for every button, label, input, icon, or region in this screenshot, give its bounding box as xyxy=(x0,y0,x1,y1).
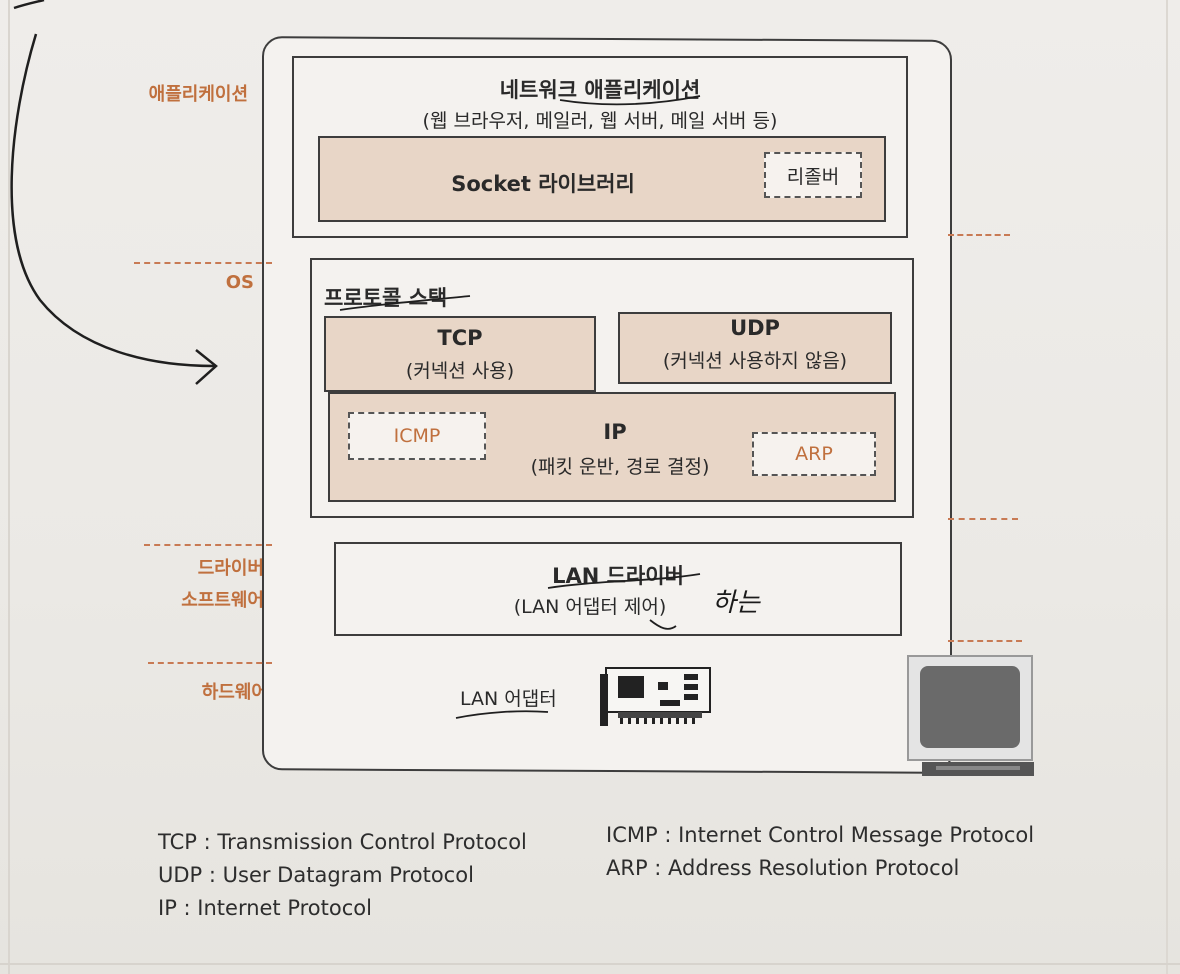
tcp-subtitle: (커넥션 사용) xyxy=(405,360,515,382)
legend-ip: IP : Internet Protocol xyxy=(158,896,372,920)
divider-app-os-left xyxy=(134,262,272,264)
legend-tcp: TCP : Transmission Control Protocol xyxy=(158,830,527,854)
monitor-icon xyxy=(907,655,1034,776)
layer-label-driver-line2: 소프트웨어 xyxy=(181,590,264,611)
tcp-title: TCP xyxy=(437,326,483,350)
layer-label-hardware: 하드웨어 xyxy=(201,682,268,703)
resolver-label: 리졸버 xyxy=(786,165,840,188)
page-margin-line-left xyxy=(8,0,10,974)
lan-adapter-label: LAN 어댑터 xyxy=(460,688,557,710)
handwritten-top-stroke xyxy=(13,0,45,10)
legend-udp: UDP : User Datagram Protocol xyxy=(158,863,474,887)
divider-driver-hw-left xyxy=(148,662,272,664)
network-application-subtitle: (웹 브라우저, 메일러, 웹 서버, 메일 서버 등) xyxy=(422,110,778,132)
page-margin-line-right xyxy=(1166,0,1168,974)
udp-box xyxy=(618,312,892,384)
icmp-label: ICMP xyxy=(393,425,441,447)
divider-app-os-right xyxy=(948,234,1010,236)
divider-driver-hw-right xyxy=(948,640,1022,642)
resolver-box: 리졸버 xyxy=(764,152,862,198)
handwritten-note: 하는 xyxy=(712,588,760,618)
icmp-box: ICMP xyxy=(348,412,486,460)
layer-label-driver-line1: 드라이버 xyxy=(197,558,264,579)
socket-library-label: Socket 라이브러리 xyxy=(451,172,635,196)
ip-title: IP xyxy=(603,420,627,444)
ip-subtitle: (패킷 운반, 경로 결정) xyxy=(530,456,710,478)
network-card-icon xyxy=(600,667,711,726)
divider-os-driver-right xyxy=(948,518,1018,520)
arp-label: ARP xyxy=(795,443,833,465)
protocol-stack-title: 프로토콜 스택 xyxy=(324,286,448,310)
divider-os-driver-left xyxy=(144,544,272,546)
udp-subtitle: (커넥션 사용하지 않음) xyxy=(662,350,848,372)
tcp-box xyxy=(324,316,596,392)
lan-driver-subtitle: (LAN 어댑터 제어) xyxy=(513,596,667,618)
layer-label-application: 애플리케이션 xyxy=(148,84,248,105)
udp-title: UDP xyxy=(730,316,780,340)
legend-icmp: ICMP : Internet Control Message Protocol xyxy=(606,823,1035,847)
layer-label-os: OS xyxy=(225,272,254,293)
network-application-title: 네트워크 애플리케이션 xyxy=(499,78,701,102)
lan-driver-box xyxy=(334,542,902,636)
handwritten-arrowhead xyxy=(195,349,218,385)
legend-arp: ARP : Address Resolution Protocol xyxy=(606,856,960,880)
arp-box: ARP xyxy=(752,432,876,476)
lan-driver-title: LAN 드라이버 xyxy=(552,564,684,588)
page-margin-line-bottom xyxy=(0,963,1180,965)
